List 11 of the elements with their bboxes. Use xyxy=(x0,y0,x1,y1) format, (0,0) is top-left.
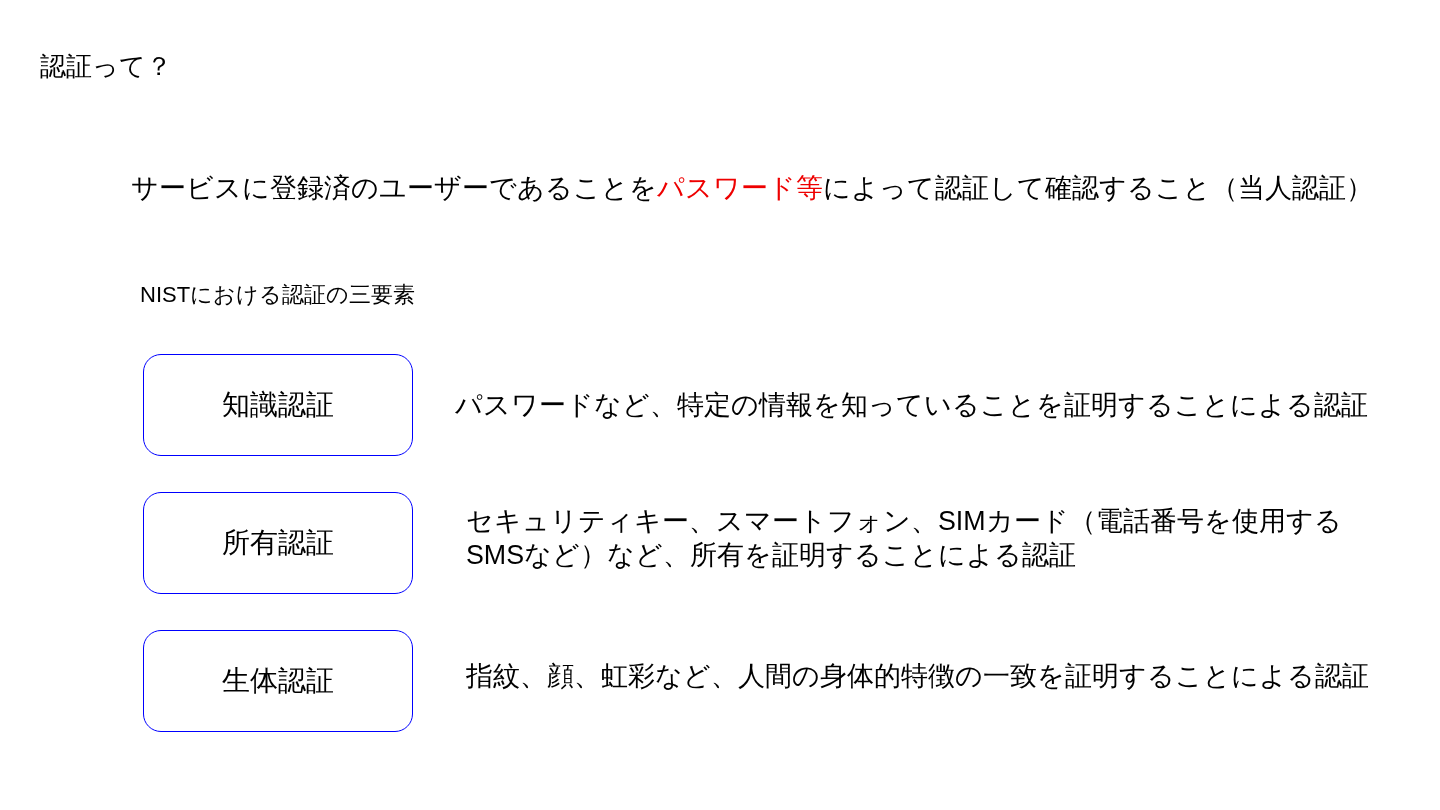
category-box: 所有認証 xyxy=(143,492,413,594)
sentence-text: サービスに登録済のユーザーであることを xyxy=(131,173,657,203)
description-text: セキュリティキー、スマートフォン、SIMカード（電話番号を使用するSMSなど）など、所有を証明することによる認証 xyxy=(466,505,1343,572)
description-text: 指紋、顔、虹彩など、人間の身体的特徴の一致を証明することによる認証 xyxy=(466,660,1370,693)
heading-text: NISTにおける認証の三要素 xyxy=(140,281,416,309)
highlighted-text: パスワード等 xyxy=(657,173,823,203)
category-box: 生体認証 xyxy=(143,630,413,732)
category-box: 知識認証 xyxy=(143,354,413,456)
description-text: パスワードなど、特定の情報を知っていることを証明することによる認証 xyxy=(455,389,1369,422)
sentence-text: によって認証して確認すること（当人認証） xyxy=(823,173,1373,203)
title-text: 認証って？ xyxy=(40,50,172,83)
